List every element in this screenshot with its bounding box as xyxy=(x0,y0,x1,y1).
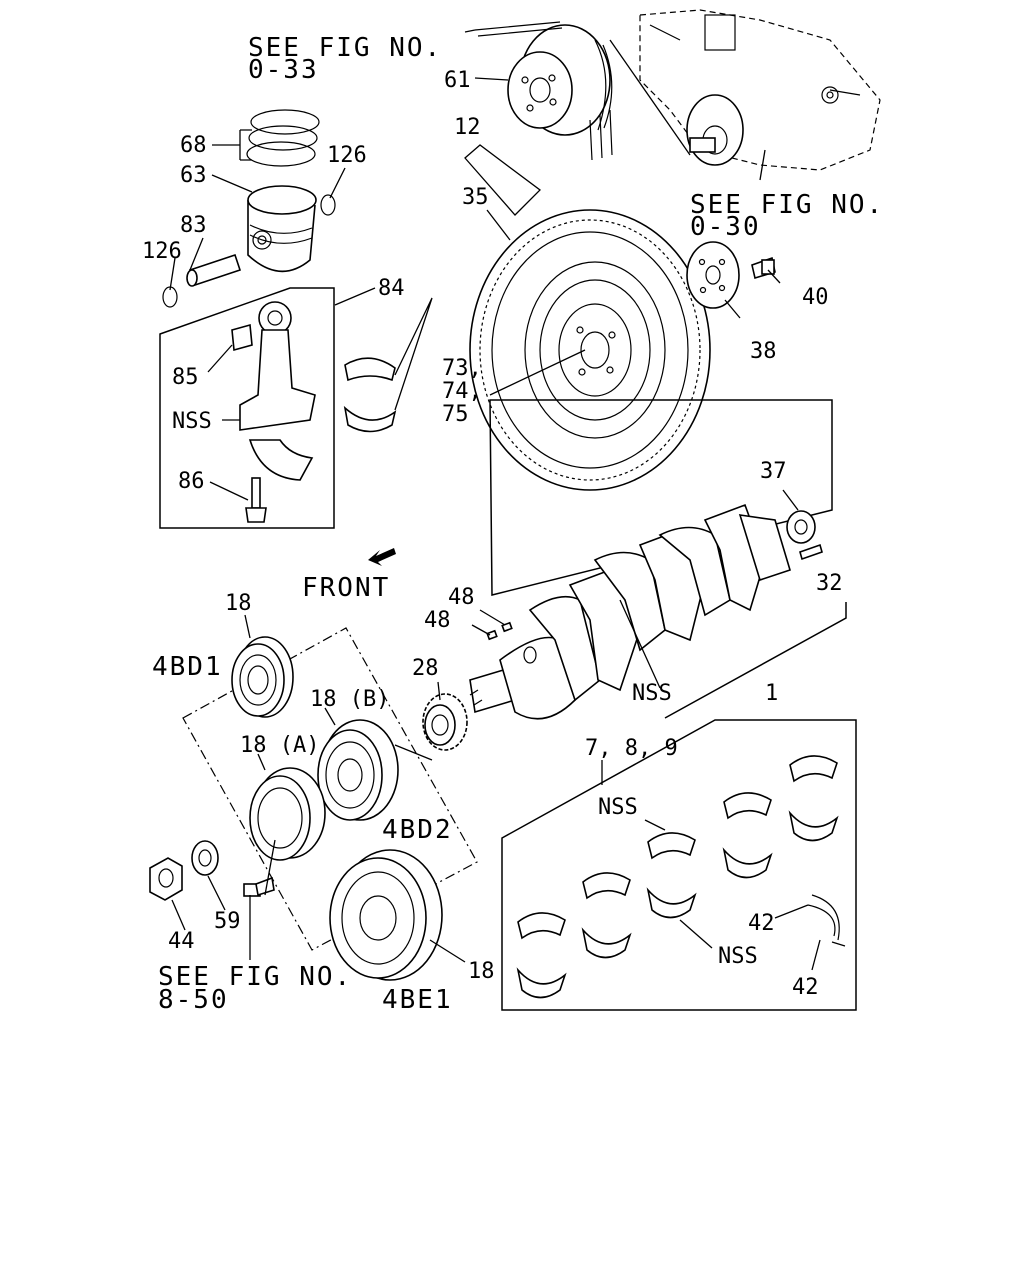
label-nss-rod: NSS xyxy=(172,409,212,434)
crank-gear-28 xyxy=(422,693,468,751)
ref-850-line2: 8-50 xyxy=(158,985,229,1015)
pulley-bolt xyxy=(243,876,275,897)
label-nss-crank: NSS xyxy=(632,681,672,706)
flywheel-alignment-box xyxy=(489,399,833,596)
piston-pin-83 xyxy=(186,253,242,287)
connecting-rod-group-box xyxy=(159,287,335,529)
label-12: 12 xyxy=(454,115,481,140)
rod-bearings-73-74-75 xyxy=(343,357,397,433)
label-126-upper: 126 xyxy=(327,143,367,168)
label-37: 37 xyxy=(760,459,787,484)
label-28: 28 xyxy=(412,656,439,681)
label-nss-upper-bearing: NSS xyxy=(598,795,638,820)
piston-63 xyxy=(247,185,317,273)
label-18a: 18 (A) xyxy=(240,733,319,758)
leader-lines xyxy=(169,29,821,971)
front-arrow-icon xyxy=(368,548,396,566)
label-42-lower: 42 xyxy=(792,975,819,1000)
label-126-lower: 126 xyxy=(142,239,182,264)
front-label: FRONT xyxy=(302,573,390,603)
label-nss-lower-bearing: NSS xyxy=(718,944,758,969)
plugs-48 xyxy=(486,621,513,641)
label-85: 85 xyxy=(172,365,199,390)
flywheel-plate-38 xyxy=(686,241,740,309)
variant-4bd2: 4BD2 xyxy=(382,815,453,845)
label-74: 74, xyxy=(442,379,482,404)
pulley-4bd1-18 xyxy=(231,636,294,718)
label-48-lower: 48 xyxy=(424,608,451,633)
pulley-18a xyxy=(249,767,326,861)
piston-rings-68 xyxy=(246,109,320,167)
connecting-rod-84 xyxy=(239,301,316,481)
main-bearing-box xyxy=(501,719,857,1011)
label-48-upper: 48 xyxy=(448,585,475,610)
label-18-4be1: 18 xyxy=(468,959,495,984)
label-32: 32 xyxy=(816,571,843,596)
label-73: 73, xyxy=(442,356,482,381)
label-38: 38 xyxy=(750,339,777,364)
pulley-4bd2-18b xyxy=(317,719,399,821)
pulley-4be1-18 xyxy=(329,849,443,981)
label-1: 1 xyxy=(765,681,778,706)
crankshaft-1 xyxy=(469,503,791,720)
ref-033-line1: SEE FIG NO. xyxy=(248,33,442,63)
label-63: 63 xyxy=(180,163,207,188)
label-84: 84 xyxy=(378,276,405,301)
thrust-washers-42 xyxy=(807,894,846,947)
bushing-85 xyxy=(231,323,253,352)
pilot-bearing-37 xyxy=(786,510,816,544)
power-steering-pump-outline xyxy=(609,9,881,171)
label-61: 61 xyxy=(444,68,471,93)
ref-030-line1: SEE FIG NO. xyxy=(690,190,884,220)
label-86: 86 xyxy=(178,469,205,494)
pump-pulley-61 xyxy=(474,21,613,161)
variant-4bd1: 4BD1 xyxy=(152,652,223,682)
ref-030-line2: 0-30 xyxy=(690,212,761,242)
ref-033-line2: 0-33 xyxy=(248,55,319,85)
crankshaft-bracket xyxy=(664,602,847,719)
label-59: 59 xyxy=(214,909,241,934)
washer-59 xyxy=(191,840,219,876)
label-35: 35 xyxy=(462,185,489,210)
label-75: 75 xyxy=(442,402,469,427)
label-42-upper: 42 xyxy=(748,911,775,936)
variant-4be1: 4BE1 xyxy=(382,985,453,1015)
label-83: 83 xyxy=(180,213,207,238)
label-7-8-9: 7, 8, 9 xyxy=(585,736,678,761)
nut-44 xyxy=(149,857,183,901)
label-18b: 18 (B) xyxy=(310,687,389,712)
ref-850-line1: SEE FIG NO. xyxy=(158,962,352,992)
label-18-4bd1: 18 xyxy=(225,591,252,616)
main-bearings-7-8-9 xyxy=(516,755,839,999)
flywheel-bolt-40 xyxy=(751,256,776,280)
rod-bolt-86 xyxy=(245,477,267,523)
label-40: 40 xyxy=(802,285,829,310)
dowel-pin-32 xyxy=(799,543,823,561)
label-44: 44 xyxy=(168,929,195,954)
label-68: 68 xyxy=(180,133,207,158)
flywheel-12 xyxy=(469,209,711,491)
